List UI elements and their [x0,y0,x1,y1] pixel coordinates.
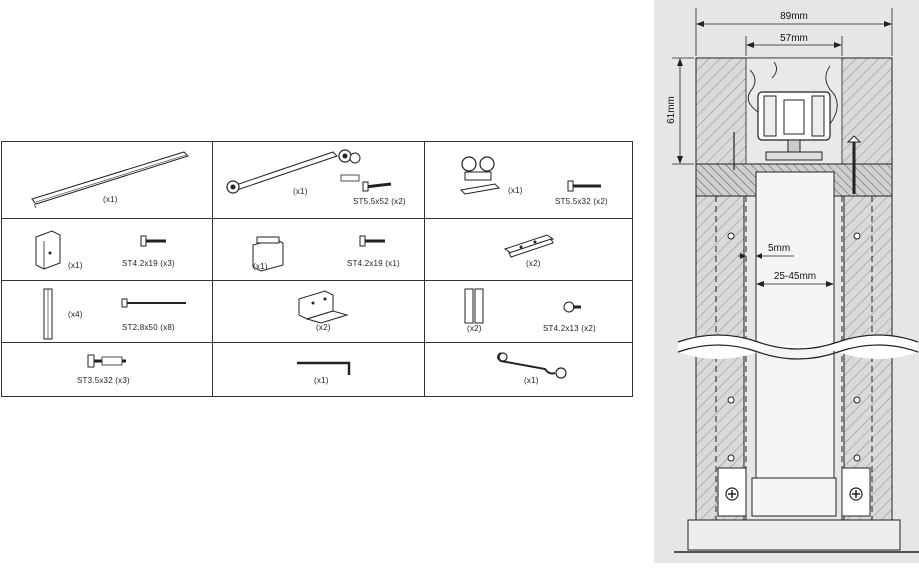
part-qty: (x1) [508,186,523,195]
mount-bracket-icon [298,290,349,324]
wrench-icon [497,352,567,379]
part-qty: (x2) [316,323,331,332]
part-cell-wrench: (x1) [425,343,632,396]
part-cell-top-guide: (x1) ST4.2x19 (x1) [213,219,425,281]
part-qty: (x4) [68,310,83,319]
screw-icon [140,235,166,247]
stopper-icon [459,156,601,195]
dim-inner-width: 57mm [780,33,808,44]
dim-gap: 5mm [768,243,790,254]
screw-spec: ST3.5x32 (x3) [77,376,130,385]
part-cell-rail: (x1) [2,142,213,219]
screw-icon [121,298,186,308]
part-cell-hinge-plate: (x2) [425,219,632,281]
bracket-icon [35,230,166,270]
floor-guide-left-icon [717,467,747,517]
part-cell-floor-guide-bracket: (x1) ST4.2x19 (x3) [2,219,213,281]
screw-spec: ST2.8x50 (x8) [122,323,175,332]
installation-drawing: 89mm 57mm 61mm 5mm 25-45mm [654,0,919,563]
screw-icon [359,235,385,247]
top-guide-icon [252,235,385,272]
part-qty: (x1) [293,187,308,196]
screw-spec: ST5.5x32 (x2) [555,197,608,206]
parts-table: (x1) (x1) ST5.5x52 (x2) [1,141,633,397]
screw-icon [567,180,601,192]
part-qty: (x1) [314,376,329,385]
part-cell-anchor-screw: ST3.5x32 (x3) [2,343,213,396]
floor [687,519,901,551]
roller-rail-icon [226,149,392,194]
part-qty: (x1) [68,261,83,270]
screw-spec: ST4.2x13 (x2) [543,324,596,333]
roller-carriage-icon [757,91,831,161]
door-panel [755,171,835,513]
screw-icon [846,135,862,194]
dim-outer-width: 89mm [780,11,808,22]
screw-icon [563,301,581,313]
rail-icon [31,151,189,209]
allen-key-icon [297,361,351,375]
floor-guide-right-icon [841,467,871,517]
part-cell-mount-bracket: (x2) [213,281,425,343]
part-qty: (x2) [467,324,482,333]
part-cell-clip: (x2) ST4.2x13 (x2) [425,281,632,343]
screw-spec: ST5.5x52 (x2) [353,197,406,206]
part-cell-profile: (x4) ST2.8x50 (x8) [2,281,213,343]
hinge-plate-icon [503,234,555,258]
screw-spec: ST4.2x19 (x3) [122,259,175,268]
anchor-screw-icon [87,354,126,368]
installation-diagram: 89mm 57mm 61mm 5mm 25-45mm [654,0,919,563]
clip-icon [464,288,581,324]
part-qty: (x2) [526,259,541,268]
part-cell-roller-stopper: (x1) ST5.5x32 (x2) [425,142,632,219]
dim-door-thickness: 25-45mm [774,271,816,282]
screw-spec: ST4.2x19 (x1) [347,259,400,268]
screw-icon [362,181,392,192]
part-qty: (x1) [103,195,118,204]
profile-icon [43,288,186,340]
dim-height: 61mm [666,96,677,124]
part-cell-rail-with-rollers: (x1) ST5.5x52 (x2) [213,142,425,219]
part-qty: (x1) [253,262,268,271]
part-qty: (x1) [524,376,539,385]
part-cell-allen-key: (x1) [213,343,425,396]
